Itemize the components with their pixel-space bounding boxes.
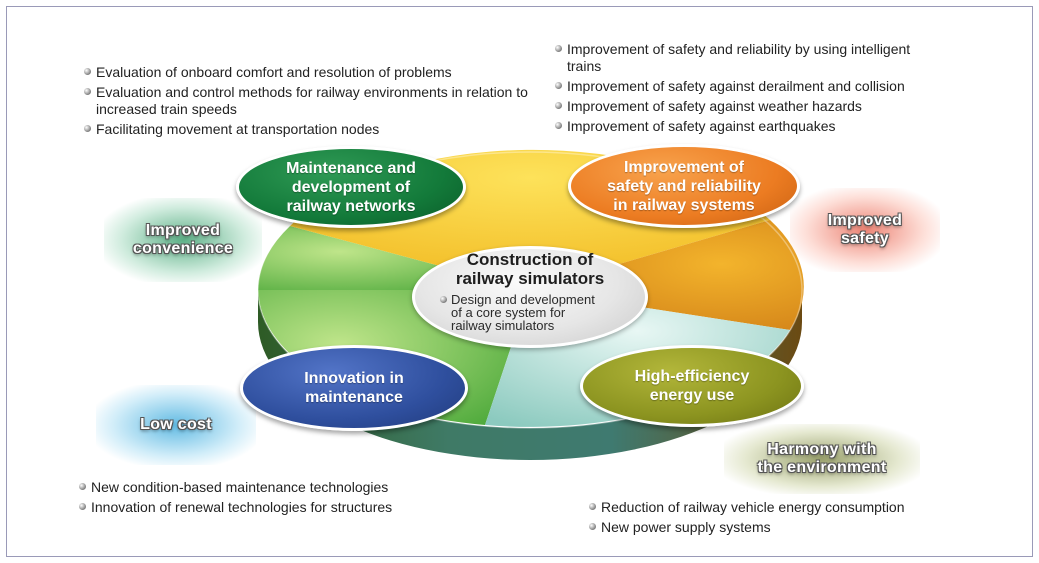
top-left-list: Evaluation of onboard comfort and resolu…	[84, 64, 534, 141]
goal-low-cost: Low cost	[96, 385, 256, 465]
theme-label: Innovation in maintenance	[304, 370, 404, 406]
bottom-left-list: New condition-based maintenance technolo…	[79, 479, 499, 519]
list-item: Evaluation of onboard comfort and resolu…	[84, 64, 534, 81]
slice-orange	[530, 220, 804, 330]
goal-label: Low cost	[140, 416, 212, 433]
list-item: Innovation of renewal technologies for s…	[79, 499, 499, 516]
center-title: Construction of railway simulators	[455, 250, 605, 288]
list-item: Improvement of safety against derailment…	[555, 78, 925, 95]
diagram-frame	[6, 6, 1033, 557]
theme-label: Maintenance and development of railway n…	[286, 159, 416, 215]
goal-improved-safety: Improved safety	[790, 188, 940, 272]
goal-label: Improved safety	[827, 212, 903, 247]
center-oval	[412, 246, 648, 348]
bottom-right-list: Reduction of railway vehicle energy cons…	[589, 499, 1009, 539]
list-item: Facilitating movement at transportation …	[84, 121, 534, 138]
theme-safety-reliability: Improvement of safety and reliability in…	[568, 144, 800, 228]
goal-label: Harmony with the environment	[757, 441, 887, 476]
theme-innovation-maintenance: Innovation in maintenance	[240, 345, 468, 431]
theme-energy-use: High-efficiency energy use	[580, 345, 804, 427]
list-item: Improvement of safety against earthquake…	[555, 118, 925, 135]
goal-harmony-environment: Harmony with the environment	[724, 424, 920, 494]
list-item: Improvement of safety and reliability by…	[555, 41, 925, 75]
goal-label: Improved convenience	[132, 222, 234, 257]
theme-maintenance-development: Maintenance and development of railway n…	[236, 146, 466, 228]
center-subtitle: Design and development of a core system …	[440, 293, 651, 332]
goal-improved-convenience: Improved convenience	[104, 198, 262, 282]
theme-label: Improvement of safety and reliability in…	[607, 158, 761, 214]
disk-rim	[257, 151, 803, 429]
top-right-list: Improvement of safety and reliability by…	[555, 41, 925, 138]
list-item: Reduction of railway vehicle energy cons…	[589, 499, 1009, 516]
list-item: Improvement of safety against weather ha…	[555, 98, 925, 115]
list-item: Evaluation and control methods for railw…	[84, 84, 534, 118]
list-item: New condition-based maintenance technolo…	[79, 479, 499, 496]
list-item: New power supply systems	[589, 519, 1009, 536]
theme-label: High-efficiency energy use	[634, 368, 750, 404]
